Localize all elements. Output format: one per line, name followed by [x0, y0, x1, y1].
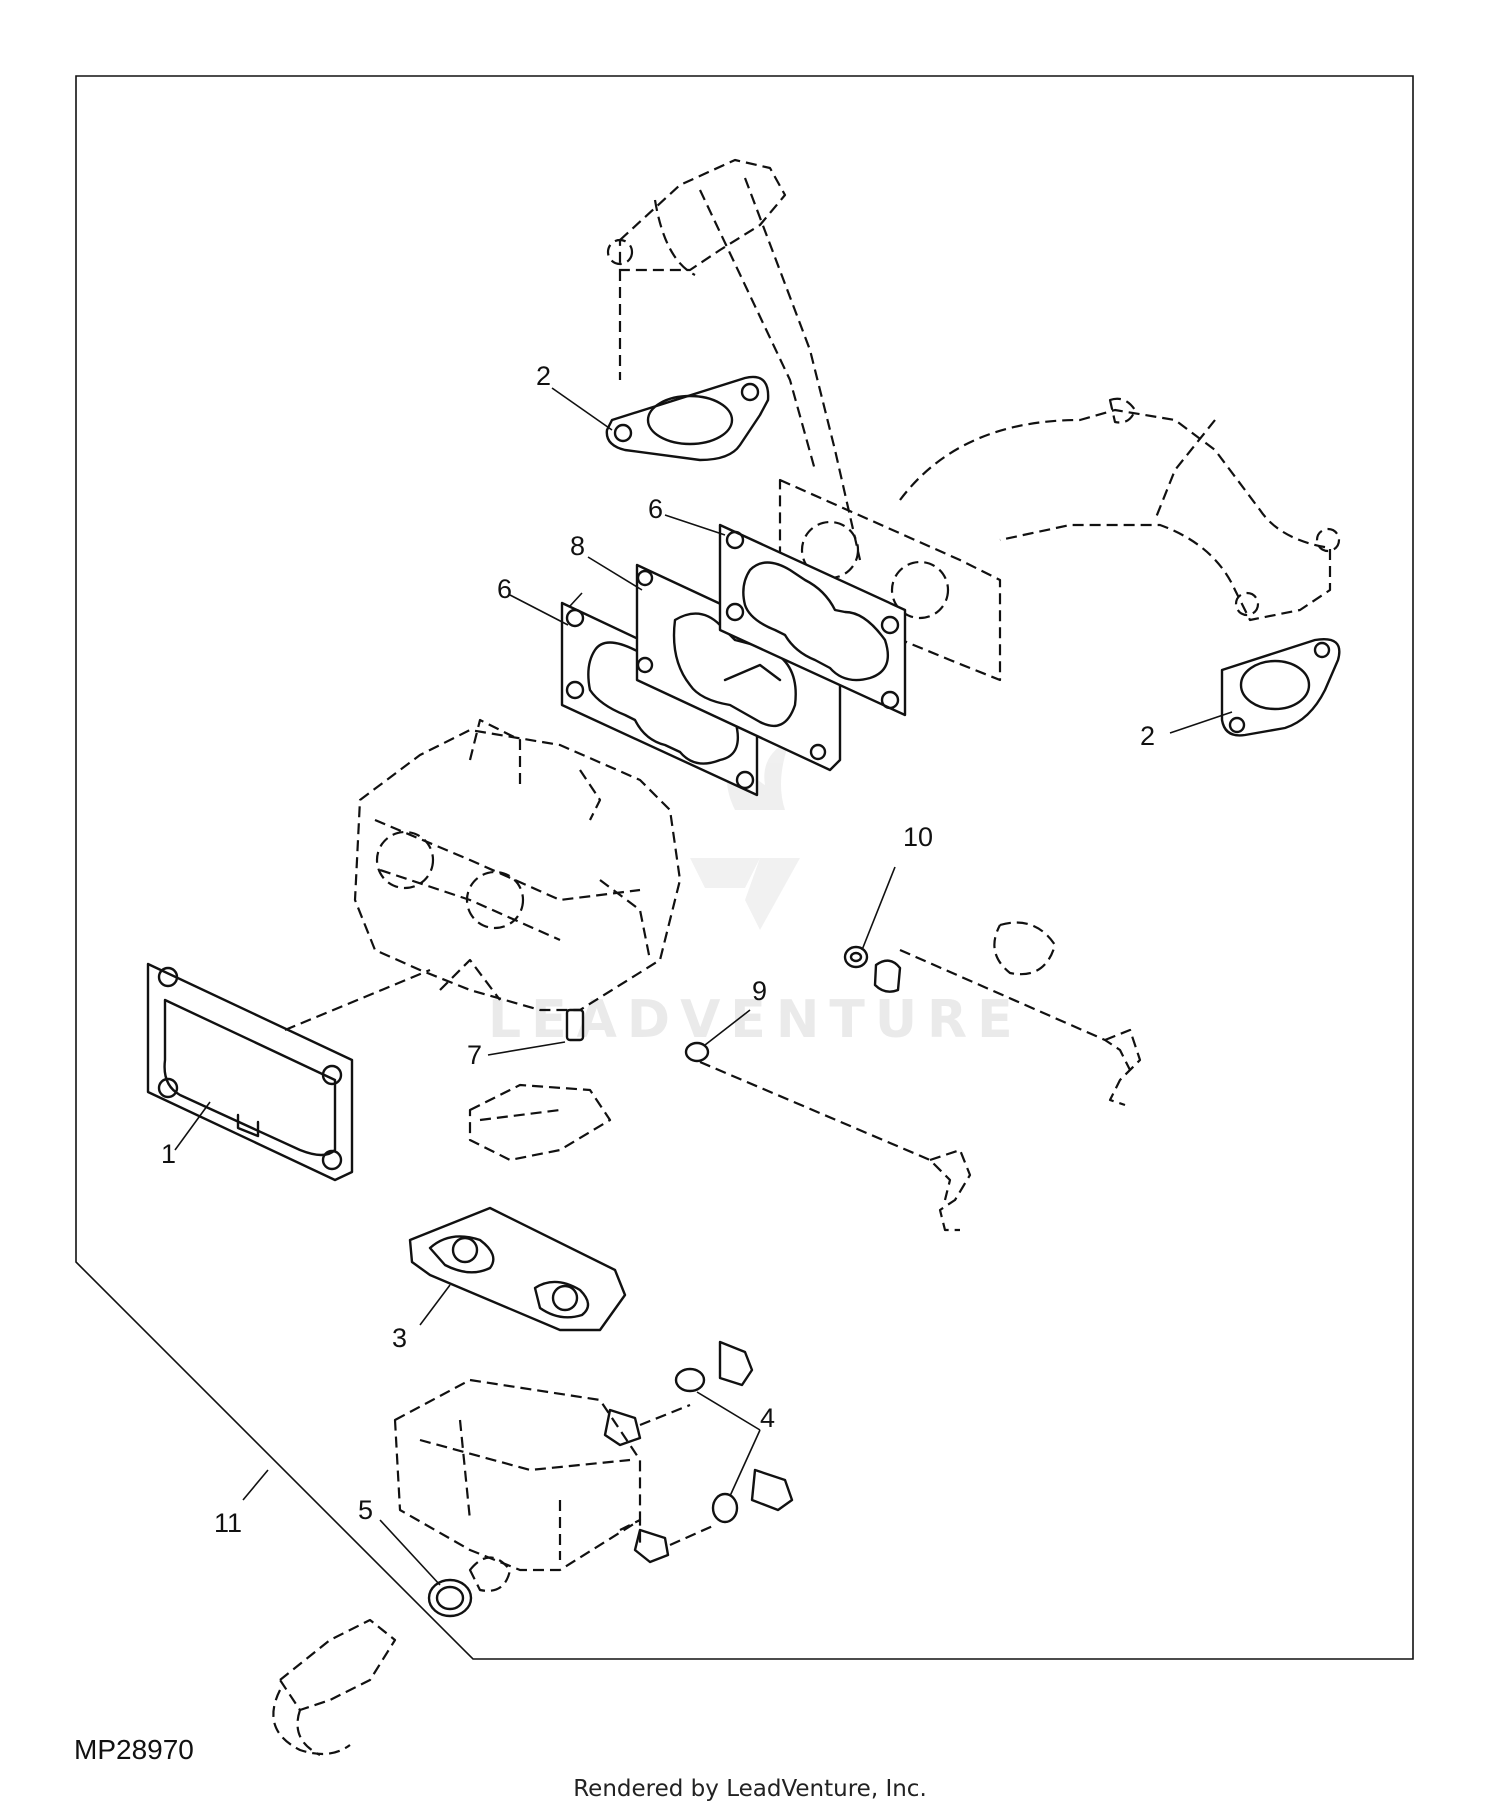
bushing-10 [873, 959, 902, 993]
gasket-1 [146, 962, 431, 1182]
callout-2-upper: 2 [536, 361, 551, 391]
gasket-2-upper [605, 375, 770, 462]
callout-5: 5 [358, 1495, 373, 1525]
washer-10 [843, 945, 869, 969]
o-ring-5 [427, 1578, 473, 1618]
carburetor-body [353, 718, 682, 1012]
gasket-2-right [1220, 638, 1341, 737]
callout-10: 10 [903, 822, 933, 852]
gasket-6-rear [718, 523, 907, 717]
callout-7: 7 [467, 1040, 482, 1070]
intake-manifold-body [778, 397, 1341, 682]
callout-1: 1 [161, 1139, 176, 1169]
callout-labels: 1 2 2 3 4 5 6 6 7 8 9 10 11 [161, 361, 1155, 1538]
choke-shaft [899, 921, 1142, 1107]
o-ring-5-inner [435, 1585, 465, 1611]
o-ring-4-lower [711, 1492, 739, 1524]
fuel-inlet-fitting [468, 1008, 612, 1162]
washer-10-inner [849, 951, 863, 963]
callout-2-right: 2 [1140, 721, 1155, 751]
callout-6-rear: 6 [648, 494, 663, 524]
callout-4: 4 [760, 1403, 775, 1433]
jet-fittings [603, 1340, 794, 1564]
fuel-bowl [393, 1378, 642, 1592]
callout-6-front: 6 [497, 574, 512, 604]
gasket-3 [408, 1206, 627, 1332]
bowl-screw [272, 1618, 397, 1756]
o-ring-4-upper [674, 1367, 706, 1393]
washer-9 [684, 1041, 710, 1063]
intake-elbow-upper [606, 158, 862, 561]
callout-8: 8 [570, 531, 585, 561]
figure-id: MP28970 [74, 1734, 194, 1765]
kit-boundary-frame [75, 75, 1414, 1660]
render-credit: Rendered by LeadVenture, Inc. [573, 1776, 927, 1802]
throttle-shaft [699, 1060, 972, 1232]
leader-lines [174, 387, 1233, 1586]
callout-3: 3 [392, 1323, 407, 1353]
callout-11: 11 [214, 1508, 242, 1538]
callout-9: 9 [752, 976, 767, 1006]
